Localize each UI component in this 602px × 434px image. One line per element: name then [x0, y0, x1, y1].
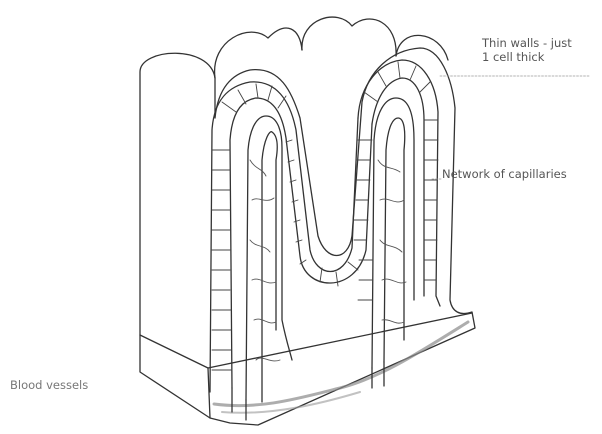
back-villus-left	[215, 28, 302, 78]
block-outline	[140, 48, 475, 425]
back-villus-middle	[302, 17, 396, 56]
right-villus-core-2	[384, 118, 405, 362]
block-base-edge	[208, 313, 472, 368]
capillary-network	[250, 160, 406, 361]
label-thin-walls-line1: Thin walls - just	[482, 36, 594, 50]
blood-vessel-stub-left	[232, 388, 246, 420]
label-blood-vessels: Blood vessels	[10, 378, 88, 392]
label-capillaries: Network of capillaries	[442, 167, 567, 181]
base-shading	[214, 322, 468, 406]
left-villus-core-2	[262, 132, 277, 402]
block-front-edge	[140, 335, 210, 418]
label-thin-walls-line2: 1 cell thick	[482, 50, 594, 64]
leader-lines	[432, 76, 590, 179]
left-villus-core	[246, 116, 292, 400]
cell-ticks-left	[212, 84, 372, 370]
right-villus-core	[372, 98, 414, 368]
label-thin-walls: Thin walls - just 1 cell thick	[482, 36, 594, 64]
